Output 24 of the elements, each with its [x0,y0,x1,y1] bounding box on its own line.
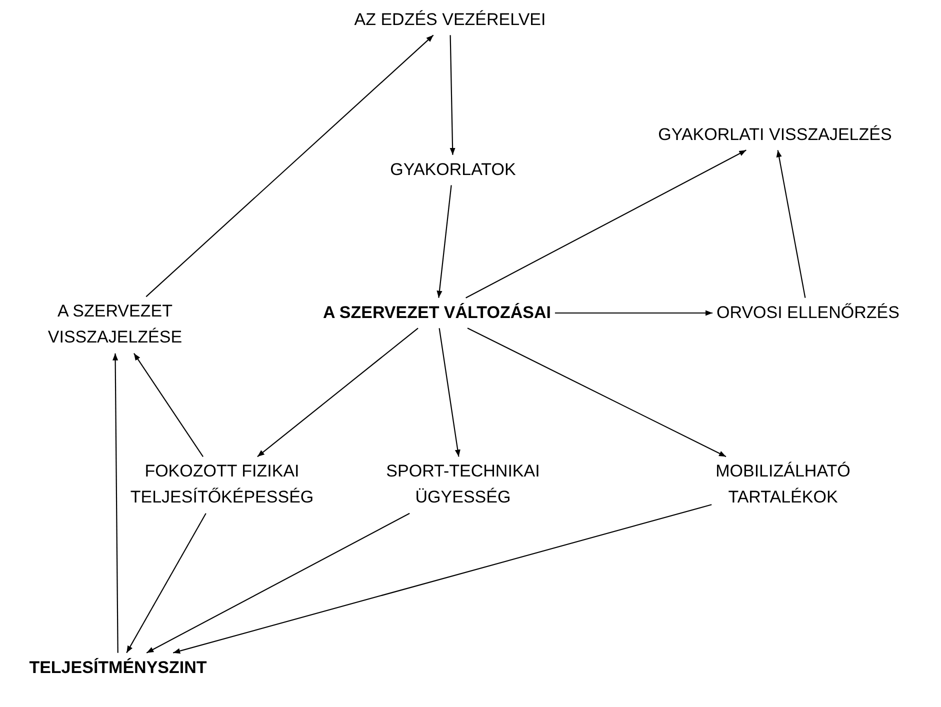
concept-label: SPORT-TECHNIKAI ÜGYESSÉG [359,456,567,514]
arrow [112,353,118,653]
concept-label: FOKOZOTT FIZIKAI TELJESÍTŐKÉPESSÉG [88,456,356,514]
arrow [146,512,410,654]
arrow [146,34,434,298]
arrow [450,35,456,155]
concept-label: AZ EDZÉS VEZÉRELVEI [296,4,604,36]
arrow [438,328,460,457]
concept-label: GYAKORLATI VISSZAJELZÉS [601,120,941,150]
arrow [436,185,452,298]
key-concept-label: TELJESÍTMÉNYSZINT [4,652,232,684]
concept-label: GYAKORLATOK [349,154,557,186]
arrow [776,150,806,298]
arrow [257,328,418,458]
concept-label: A SZERVEZET VISSZAJELZÉSE [11,296,219,354]
concept-label: ORVOSI ELLENŐRZÉS [674,298,941,328]
arrow [126,513,206,654]
key-concept-label: A SZERVEZET VÁLTOZÁSAI [263,298,611,328]
concept-label: MOBILIZÁLHATÓ TARTALÉKOK [679,456,887,514]
arrow [554,310,713,316]
arrow [172,504,712,654]
arrow [466,150,746,298]
arrow [467,328,726,458]
arrow [134,353,204,457]
